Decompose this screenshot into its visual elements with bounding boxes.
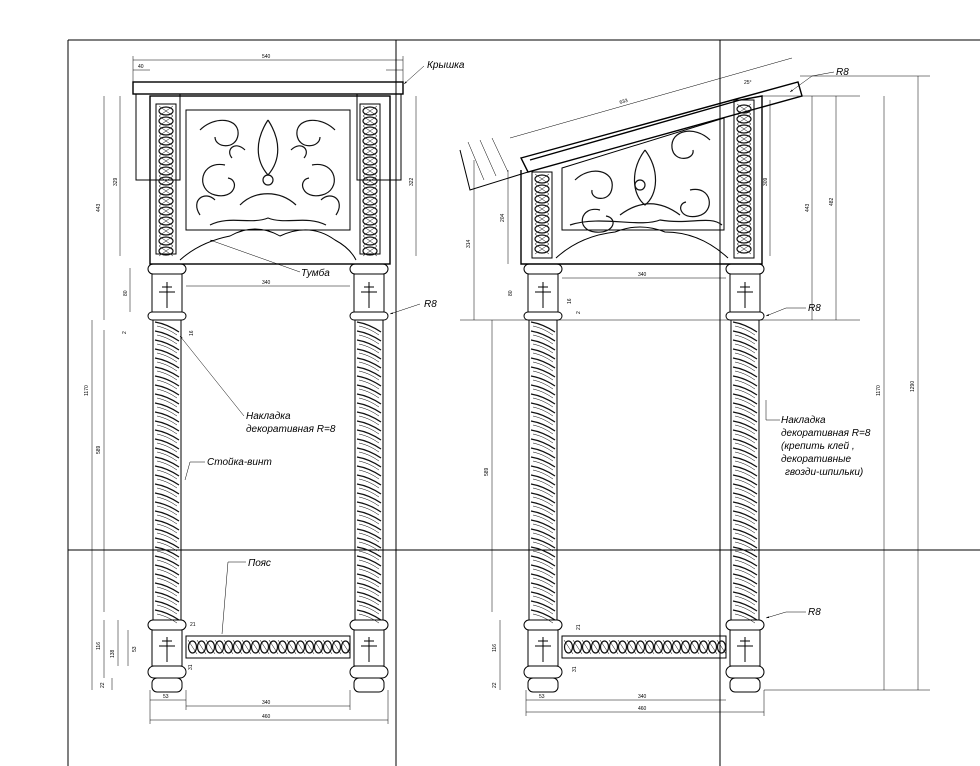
dim-front-21: 21 [190, 622, 196, 628]
label-r8-side-top: R8 [836, 67, 849, 78]
front-dimensions [91, 56, 417, 724]
front-leaders [179, 65, 425, 635]
side-dimensions [460, 57, 930, 716]
side-cabinet [520, 95, 763, 265]
dim-front-80: 80 [123, 290, 129, 296]
label-note-3: (крепить клей , [781, 441, 855, 452]
label-note-1: Накладка [781, 415, 826, 426]
front-labels: Крышка Тумба R8 Накладка декоративная R=… [207, 60, 465, 569]
dim-side-116: 116 [492, 644, 498, 652]
dim-side-2: 2 [576, 311, 582, 314]
dim-front-53: 53 [163, 694, 169, 700]
dim-front-329: 329 [113, 177, 119, 186]
front-lid [132, 81, 404, 181]
dim-front-540: 540 [262, 54, 271, 60]
dim-front-1170: 1170 [84, 385, 90, 396]
dim-side-460: 460 [638, 706, 647, 712]
sheet-frame [67, 39, 980, 766]
front-upper-rings [147, 263, 389, 321]
dim-side-340: 340 [638, 272, 647, 278]
dim-side-53: 53 [539, 694, 545, 700]
front-cross-icons [159, 282, 377, 662]
dim-front-53v: 53 [132, 646, 138, 652]
dim-side-21: 21 [576, 624, 582, 630]
dim-front-443: 443 [96, 203, 102, 212]
dim-front-589: 589 [96, 445, 102, 454]
label-r8-side-bottom: R8 [808, 607, 821, 618]
side-braid-right [736, 103, 752, 255]
front-dim-labels: 540 40 443 329 322 340 80 2 16 1170 589 … [84, 54, 415, 720]
label-stoika: Стойка-винт [207, 457, 272, 468]
side-cross-icons [535, 282, 753, 662]
front-view: 540 40 443 329 322 340 80 2 16 1170 589 … [84, 54, 465, 724]
dim-front-40: 40 [138, 64, 144, 70]
dim-front-340b: 340 [262, 700, 271, 706]
label-kryshka: Крышка [427, 60, 465, 71]
dim-side-31: 31 [572, 666, 578, 672]
label-nakladka-2: декоративная R=8 [246, 424, 336, 435]
dim-side-204: 204 [500, 213, 506, 222]
dim-side-1290: 1290 [910, 381, 916, 392]
dim-side-309: 309 [763, 177, 769, 186]
dim-side-80: 80 [508, 290, 514, 296]
front-column-right [354, 319, 384, 624]
label-note-5: гвозди-шпильки) [785, 467, 863, 478]
front-column-left [152, 319, 182, 624]
label-r8-side-mid: R8 [808, 303, 821, 314]
dim-front-22: 22 [100, 682, 106, 688]
side-braid-left [534, 173, 550, 255]
side-labels: R8 R8 R8 Накладка декоративная R=8 (креп… [781, 67, 871, 618]
dim-side-340b: 340 [638, 694, 647, 700]
side-leaders [765, 71, 835, 619]
dim-front-322: 322 [409, 177, 415, 186]
dim-side-angle: 25° [744, 80, 752, 86]
front-braid-right [362, 105, 378, 257]
dim-side-314: 314 [466, 239, 472, 248]
front-belt [147, 619, 389, 693]
dim-side-482: 482 [829, 197, 835, 206]
label-tumba: Тумба [301, 267, 330, 279]
dim-front-340: 340 [262, 280, 271, 286]
dim-front-116: 116 [96, 642, 102, 650]
label-nakladka-1: Накладка [246, 411, 291, 422]
front-cabinet [149, 95, 391, 265]
dim-front-31: 31 [188, 664, 194, 670]
dim-side-1170: 1170 [876, 385, 882, 396]
side-ornament [569, 130, 723, 233]
side-dim-labels: 633 25° 314 204 309 443 482 340 80 16 2 … [466, 80, 916, 712]
dim-front-138: 138 [110, 649, 116, 658]
label-note-4: декоративные [781, 454, 851, 465]
side-belt [523, 619, 765, 693]
dim-side-22: 22 [492, 682, 498, 688]
side-column-right [730, 319, 760, 624]
side-view: 633 25° 314 204 309 443 482 340 80 16 2 … [459, 57, 930, 716]
front-ornament [196, 119, 340, 226]
label-note-2: декоративная R=8 [781, 428, 871, 439]
side-column-left [528, 319, 558, 624]
label-poyas: Пояс [248, 558, 271, 569]
dim-side-443: 443 [805, 203, 811, 212]
dim-side-16: 16 [567, 298, 573, 304]
dim-front-16: 16 [189, 330, 195, 336]
dim-front-2: 2 [122, 331, 128, 334]
front-braid-left [158, 105, 174, 257]
label-r8-front: R8 [424, 299, 437, 310]
dim-side-633: 633 [619, 98, 629, 106]
dim-front-460: 460 [262, 714, 271, 720]
dim-side-589: 589 [484, 467, 490, 476]
